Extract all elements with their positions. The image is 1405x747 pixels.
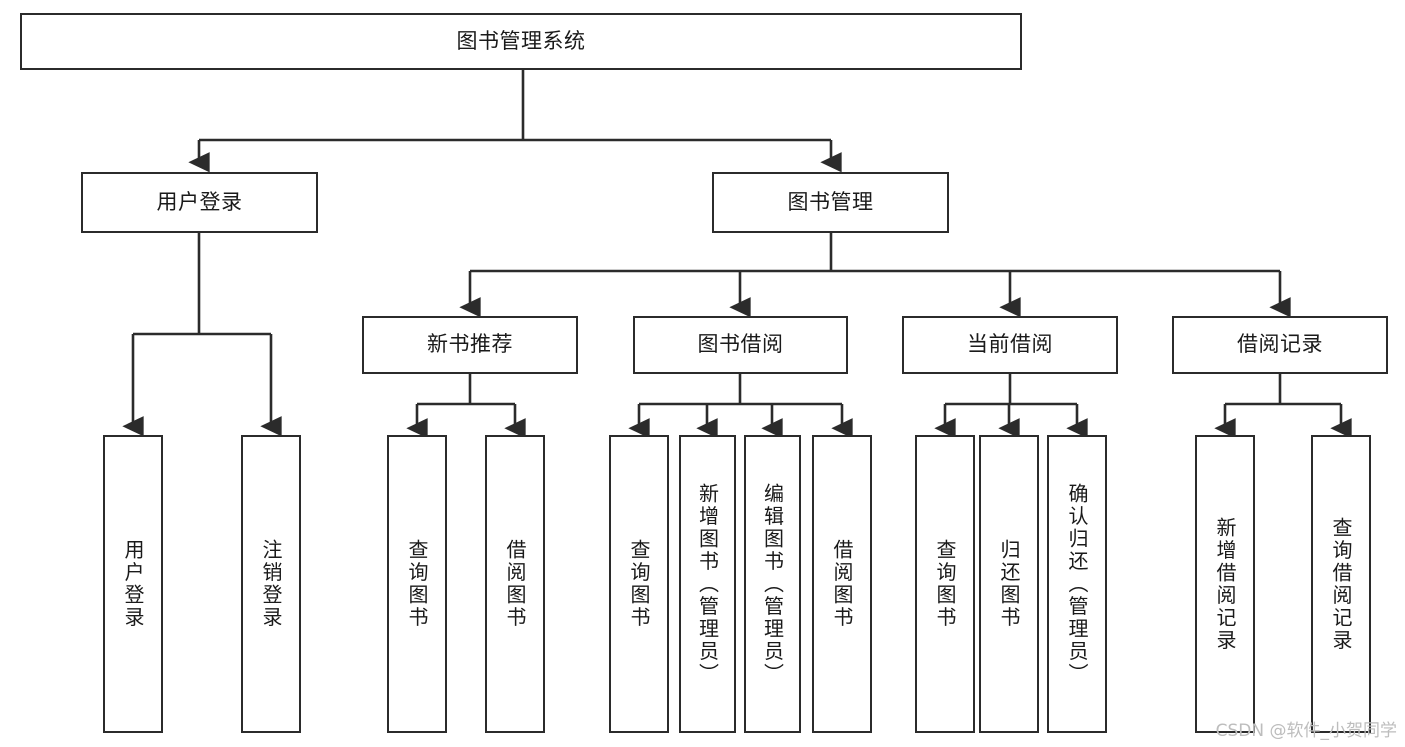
- node-borrow-record-label: 借阅记录: [1237, 332, 1323, 357]
- node-leaf-user-login-label: 用户登录: [121, 539, 145, 629]
- node-leaf-query-book-current-label: 查询图书: [933, 539, 957, 629]
- node-book-management[interactable]: 图书管理: [712, 172, 949, 233]
- node-leaf-borrow-book-recommend-label: 借阅图书: [503, 539, 527, 629]
- node-user-login[interactable]: 用户登录: [81, 172, 318, 233]
- node-leaf-add-borrow-record[interactable]: 新增借阅记录: [1195, 435, 1255, 733]
- node-current-borrow-label: 当前借阅: [967, 332, 1053, 357]
- node-leaf-query-book-recommend[interactable]: 查询图书: [387, 435, 447, 733]
- node-leaf-edit-book-admin-label: 编辑图书（管理员）: [760, 482, 785, 686]
- node-leaf-logout-label: 注销登录: [259, 539, 283, 629]
- node-new-book-recommend-label: 新书推荐: [427, 332, 513, 357]
- node-user-login-label: 用户登录: [156, 189, 243, 214]
- node-leaf-add-borrow-record-label: 新增借阅记录: [1213, 516, 1237, 652]
- node-leaf-confirm-return-admin[interactable]: 确认归还（管理员）: [1047, 435, 1107, 733]
- node-root-system[interactable]: 图书管理系统: [20, 13, 1022, 70]
- node-leaf-add-book-admin[interactable]: 新增图书（管理员）: [679, 435, 736, 733]
- node-book-borrow[interactable]: 图书借阅: [633, 316, 848, 374]
- watermark-text: CSDN @软件_小贺同学: [1215, 721, 1397, 741]
- node-leaf-query-borrow-record-label: 查询借阅记录: [1329, 516, 1353, 652]
- node-leaf-query-borrow-record[interactable]: 查询借阅记录: [1311, 435, 1371, 733]
- node-root-system-label: 图书管理系统: [456, 28, 586, 53]
- node-leaf-logout[interactable]: 注销登录: [241, 435, 301, 733]
- node-leaf-query-book-recommend-label: 查询图书: [405, 539, 429, 629]
- node-current-borrow[interactable]: 当前借阅: [902, 316, 1118, 374]
- node-leaf-query-book-borrow-label: 查询图书: [627, 539, 651, 629]
- node-leaf-add-book-admin-label: 新增图书（管理员）: [695, 482, 720, 686]
- node-leaf-user-login[interactable]: 用户登录: [103, 435, 163, 733]
- node-leaf-return-book[interactable]: 归还图书: [979, 435, 1039, 733]
- node-leaf-edit-book-admin[interactable]: 编辑图书（管理员）: [744, 435, 801, 733]
- node-leaf-confirm-return-admin-label: 确认归还（管理员）: [1065, 482, 1089, 686]
- node-leaf-borrow-book[interactable]: 借阅图书: [812, 435, 872, 733]
- node-leaf-borrow-book-recommend[interactable]: 借阅图书: [485, 435, 545, 733]
- node-leaf-query-book-current[interactable]: 查询图书: [915, 435, 975, 733]
- node-borrow-record[interactable]: 借阅记录: [1172, 316, 1388, 374]
- node-leaf-return-book-label: 归还图书: [997, 539, 1021, 629]
- node-new-book-recommend[interactable]: 新书推荐: [362, 316, 578, 374]
- node-book-management-label: 图书管理: [787, 189, 874, 214]
- node-leaf-query-book-borrow[interactable]: 查询图书: [609, 435, 669, 733]
- node-leaf-borrow-book-label: 借阅图书: [830, 539, 854, 629]
- node-book-borrow-label: 图书借阅: [697, 332, 784, 357]
